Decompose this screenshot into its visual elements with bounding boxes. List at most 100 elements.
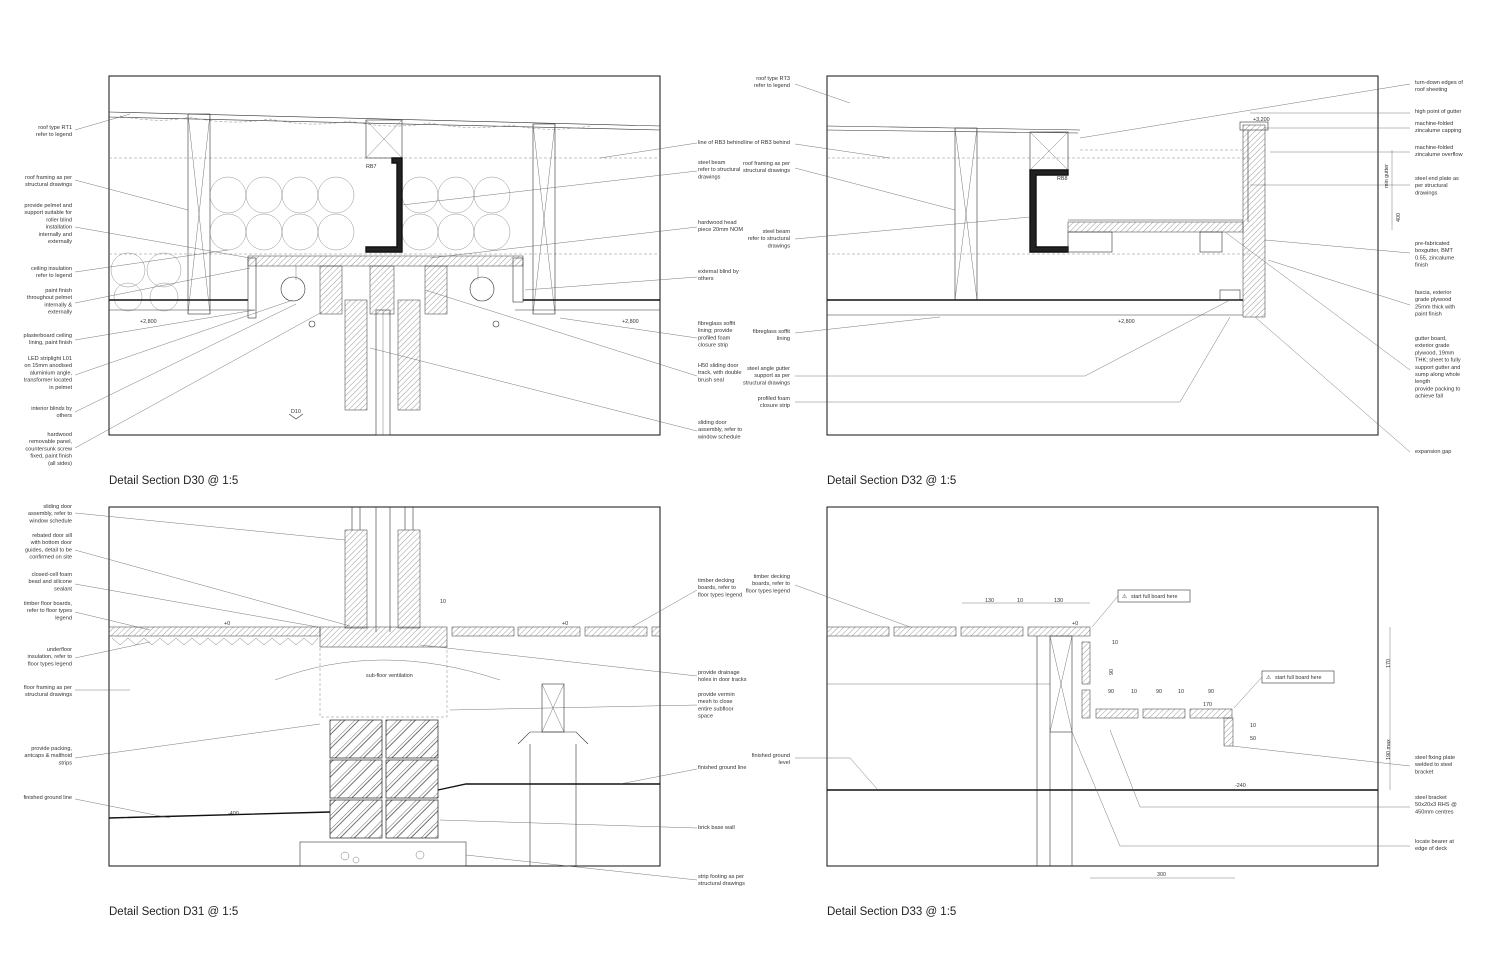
- beam-tag: RB7: [366, 164, 377, 170]
- ground-level: -400: [228, 811, 239, 817]
- dim-10a: 10: [1017, 598, 1023, 604]
- note-ground-line: finished ground line: [23, 795, 72, 801]
- dim-90a: 90: [1108, 689, 1114, 695]
- level-bottom: +2,800: [1118, 319, 1135, 325]
- level-top: +3,200: [1253, 117, 1270, 123]
- dim-90d: 90: [1208, 689, 1214, 695]
- dim-130a: 130: [985, 598, 994, 604]
- note-expansion-gap: expansion gap: [1415, 449, 1451, 455]
- note-floor-boards: timber floor boards,refer to floor types…: [24, 601, 73, 621]
- note-high-point: high point of gutter: [1415, 109, 1461, 115]
- callout-tri-1: ⚠: [1122, 594, 1127, 600]
- beam-tag-d32: RB8: [1057, 176, 1068, 182]
- panel-title-d30: Detail Section D30 @ 1:5: [109, 475, 238, 487]
- dim-300: 300: [1157, 872, 1166, 878]
- panel-title-d32: Detail Section D32 @ 1:5: [827, 475, 956, 487]
- dim-lvl: +0: [1072, 621, 1078, 627]
- callout-tri-2: ⚠: [1266, 675, 1271, 681]
- dim-10e: 10: [1112, 640, 1118, 646]
- dim-170h: 170: [1203, 702, 1212, 708]
- note-brick-wall: brick base wall: [698, 825, 735, 831]
- dim-50: 50: [1250, 736, 1256, 742]
- dim-10b: 10: [1131, 689, 1137, 695]
- dim-170v: 170: [1386, 659, 1392, 668]
- level-left: +2,800: [140, 319, 157, 325]
- callout-2: start full board here: [1275, 675, 1321, 681]
- panel-d30: RB7 +2,800 +2,800 D10: [23, 75, 744, 487]
- note-rb3-d32: line of RB3 behind: [744, 140, 790, 146]
- panel-d33: 130 10 130 +0 90 90 10 90 10 90 170 10 5…: [746, 506, 1457, 918]
- dim-gutter: min gutter: [1384, 164, 1390, 188]
- note-rb3: line of RB3 behind: [698, 140, 744, 146]
- panel-d31: sub-floor ventilation +0 +0 10 -400: [23, 504, 746, 918]
- level-floor: +0: [224, 621, 230, 627]
- gap-dim: 10: [440, 599, 446, 605]
- dim-130b: 130: [1054, 598, 1063, 604]
- panel-d32: RB8 +3,200 +2,800 min gutter 400: [743, 75, 1464, 487]
- level-right: +2,800: [622, 319, 639, 325]
- panel-title-d33: Detail Section D33 @ 1:5: [827, 906, 956, 918]
- note-ground-line-r: finished ground line: [698, 765, 747, 771]
- dim-90b: 90: [1109, 669, 1115, 675]
- panel-title-d31: Detail Section D31 @ 1:5: [109, 906, 238, 918]
- dim-190max: 190 max: [1386, 739, 1392, 760]
- light-tag: D10: [291, 409, 301, 415]
- dim-10d: 10: [1250, 723, 1256, 729]
- dim-90c: 90: [1156, 689, 1162, 695]
- ground-d33: -240: [1235, 783, 1246, 789]
- vent-label: sub-floor ventilation: [366, 673, 413, 679]
- dim-400: 400: [1396, 213, 1402, 222]
- callout-1: start full board here: [1131, 594, 1177, 600]
